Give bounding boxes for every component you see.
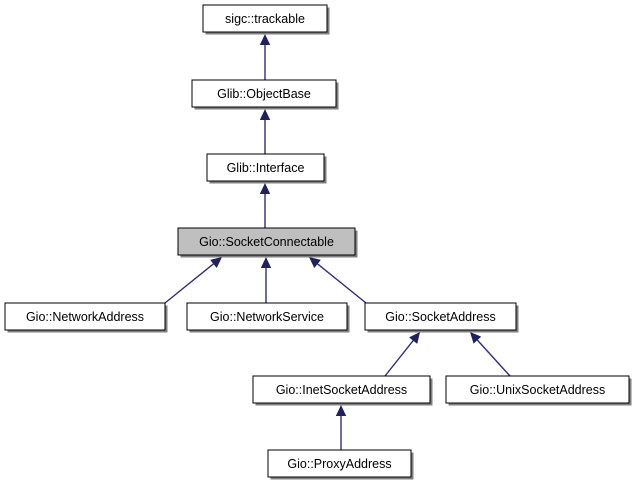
node-box[interactable] — [4, 302, 166, 331]
class-node-gio-socketconnectable[interactable]: Gio::SocketConnectable — [177, 227, 358, 258]
nodes-layer: sigc::trackableGlib::ObjectBaseGlib::Int… — [4, 4, 632, 480]
class-node-gio-inetsocketaddress[interactable]: Gio::InetSocketAddress — [252, 375, 433, 406]
inheritance-edge — [335, 405, 347, 450]
inheritance-edge — [164, 257, 222, 304]
inheritance-edge — [259, 34, 271, 80]
node-label: Glib::ObjectBase — [217, 87, 311, 101]
inheritance-edge — [259, 183, 271, 228]
node-label: Gio::UnixSocketAddress — [470, 383, 605, 397]
edge-arrowhead-icon — [409, 332, 420, 344]
node-box[interactable] — [267, 449, 412, 478]
class-node-gio-networkservice[interactable]: Gio::NetworkService — [186, 302, 350, 333]
edge-arrowhead-icon — [259, 109, 271, 120]
edge-arrowhead-icon — [335, 405, 347, 416]
edge-arrowhead-icon — [210, 257, 222, 268]
edge-line — [475, 338, 511, 377]
node-box[interactable] — [364, 302, 517, 331]
inheritance-edge — [259, 109, 271, 154]
node-label: Gio::SocketAddress — [385, 310, 495, 324]
edge-line — [164, 262, 216, 304]
node-box[interactable] — [191, 79, 337, 108]
class-node-gio-proxyaddress[interactable]: Gio::ProxyAddress — [267, 449, 414, 480]
edge-arrowhead-icon — [259, 34, 271, 45]
node-box[interactable] — [177, 227, 356, 256]
class-node-sigc-trackable[interactable]: sigc::trackable — [202, 4, 330, 35]
class-node-gio-socketaddress[interactable]: Gio::SocketAddress — [364, 302, 519, 333]
edge-arrowhead-icon — [470, 332, 482, 344]
class-node-glib-interface[interactable]: Glib::Interface — [206, 153, 327, 184]
inheritance-edge — [384, 332, 420, 377]
node-box[interactable] — [206, 153, 325, 182]
edge-line — [315, 262, 367, 304]
edges-layer — [164, 34, 511, 450]
node-box[interactable] — [445, 375, 630, 404]
node-label: sigc::trackable — [225, 12, 305, 26]
inheritance-edge — [260, 257, 272, 303]
edge-arrowhead-icon — [260, 257, 272, 268]
node-box[interactable] — [252, 375, 431, 404]
node-label: Gio::NetworkService — [210, 310, 324, 324]
class-node-gio-networkaddress[interactable]: Gio::NetworkAddress — [4, 302, 168, 333]
node-label: Gio::NetworkAddress — [26, 310, 144, 324]
node-label: Glib::Interface — [227, 161, 305, 175]
class-node-glib-objectbase[interactable]: Glib::ObjectBase — [191, 79, 339, 110]
node-label: Gio::InetSocketAddress — [276, 383, 407, 397]
node-box[interactable] — [186, 302, 348, 331]
inheritance-edge — [309, 257, 367, 304]
edge-arrowhead-icon — [259, 183, 271, 194]
node-label: Gio::ProxyAddress — [287, 457, 391, 471]
inheritance-edge — [470, 332, 511, 377]
class-node-gio-unixsocketaddress[interactable]: Gio::UnixSocketAddress — [445, 375, 632, 406]
edge-line — [384, 338, 415, 377]
node-label: Gio::SocketConnectable — [199, 235, 334, 249]
edge-arrowhead-icon — [309, 257, 321, 268]
node-box[interactable] — [202, 4, 328, 33]
